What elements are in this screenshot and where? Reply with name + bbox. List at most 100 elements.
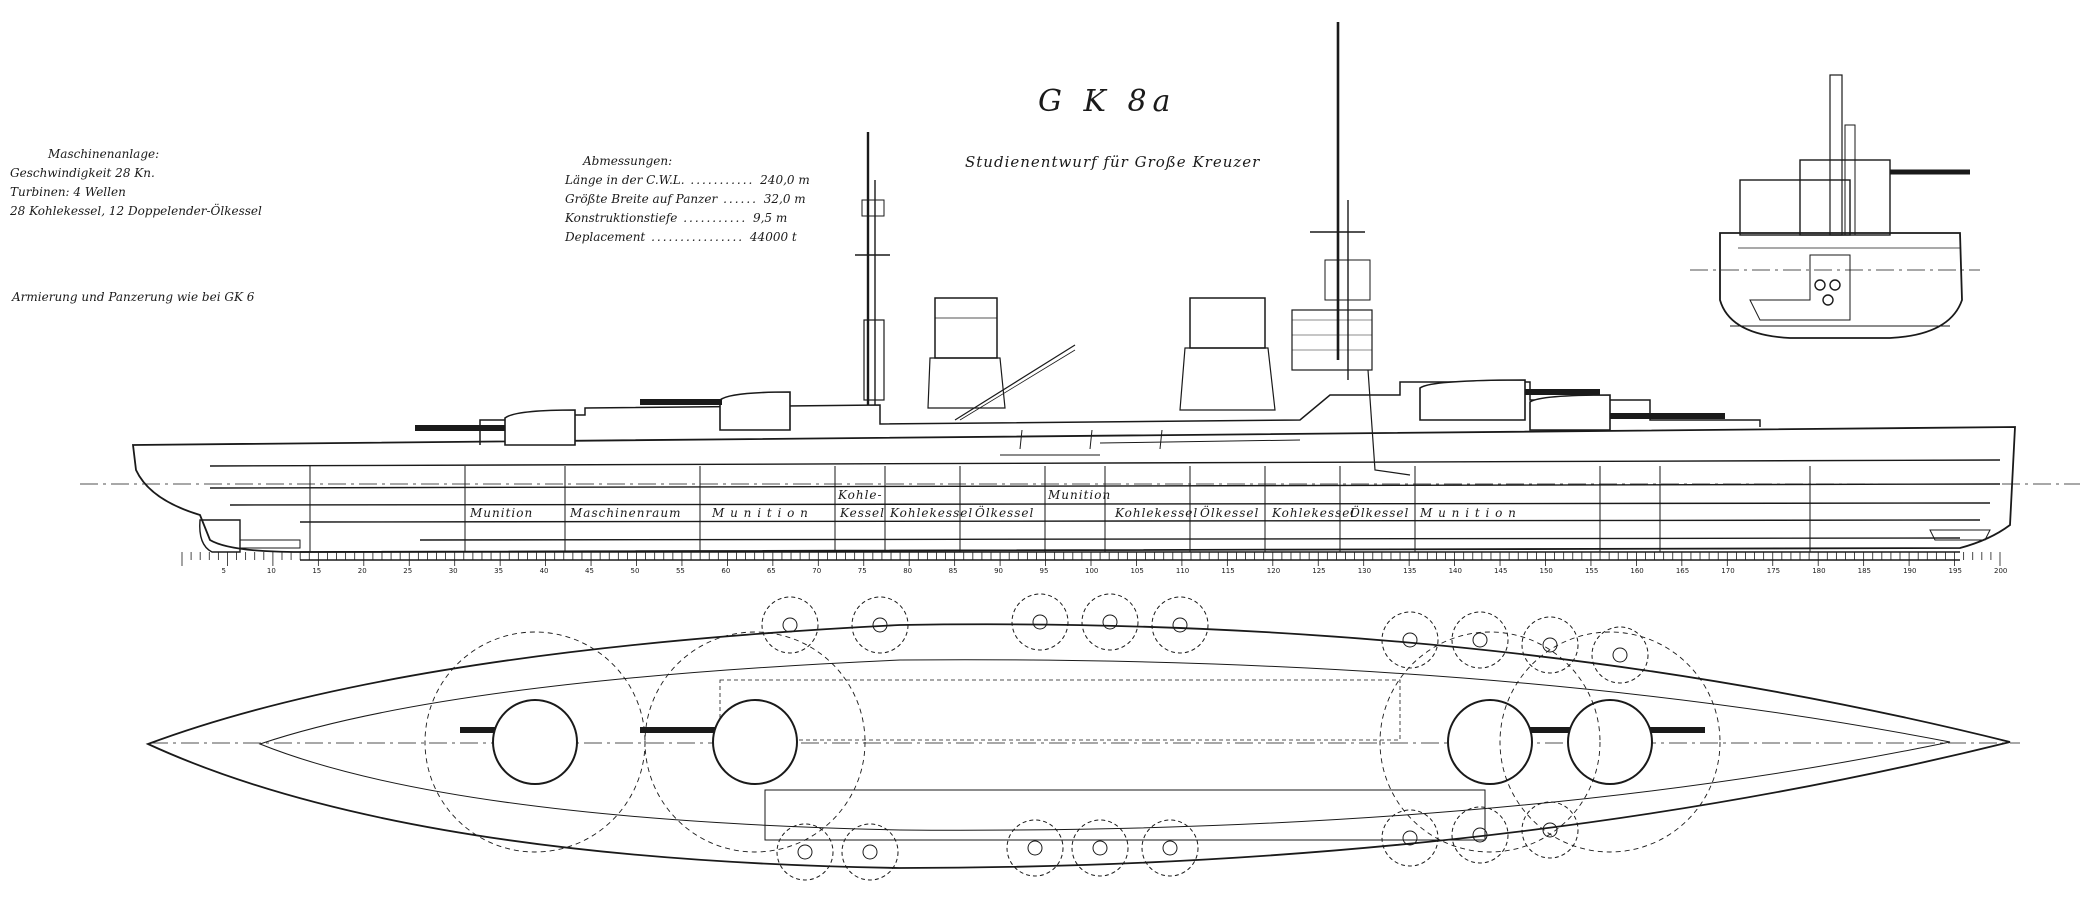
machinery-block: Maschinenanlage: Geschwindigkeit 28 Kn. … (10, 145, 262, 221)
frame-number: 95 (1039, 567, 1049, 575)
frame-number: 175 (1766, 567, 1781, 575)
frame-number: 125 (1312, 567, 1326, 575)
secondary-gun (797, 844, 813, 860)
frame-number: 120 (1266, 567, 1281, 575)
secondary-gun-arc (776, 823, 834, 881)
secondary-gun-arc (1521, 616, 1579, 674)
secondary-gun-arc (1011, 593, 1069, 651)
frame-number: 10 (266, 567, 276, 575)
frame-number: 135 (1403, 567, 1417, 575)
secondary-gun-arc (1451, 806, 1509, 864)
frame-number: 45 (585, 567, 594, 575)
frame-number: 80 (903, 567, 913, 575)
armament-note: Armierung und Panzerung wie bei GK 6 (12, 290, 255, 304)
dimension-value: 9,5 m (752, 211, 788, 225)
compartment-label: Kessel (840, 506, 885, 520)
frame-number: 155 (1584, 567, 1599, 575)
secondary-gun-arc (1451, 611, 1509, 669)
frame-number: 20 (357, 567, 367, 575)
compartment-label: M u n i t i o n (1420, 506, 1517, 520)
frame-number: 115 (1221, 567, 1235, 575)
secondary-gun-arc (1381, 611, 1439, 669)
frame-number: 70 (812, 567, 822, 575)
secondary-gun (1032, 614, 1048, 630)
secondary-gun (1102, 614, 1118, 630)
frame-number: 90 (994, 567, 1004, 575)
frame-number: 110 (1175, 567, 1190, 575)
secondary-gun (1612, 647, 1628, 663)
secondary-gun (872, 617, 888, 633)
secondary-gun (1402, 830, 1418, 846)
frame-number: 145 (1494, 567, 1508, 575)
compartment-label: Kohlekessel (890, 506, 974, 520)
frame-number: 25 (403, 567, 413, 575)
dimension-label: Deplacement (565, 230, 646, 244)
secondary-gun (1162, 840, 1178, 856)
frame-number: 130 (1357, 567, 1372, 575)
drawing-subtitle: Studienentwurf für Große Kreuzer (965, 153, 1261, 171)
frame-number: 15 (312, 567, 322, 575)
dimensions-block: Abmessungen: Länge in der C.W.L. .......… (565, 154, 810, 244)
secondary-gun (862, 844, 878, 860)
frame-number: 185 (1857, 567, 1872, 575)
frame-number: 85 (948, 567, 958, 575)
machinery-heading: Maschinenanlage: (48, 147, 160, 161)
dimension-value: 240,0 m (760, 173, 810, 187)
frame-number: 35 (494, 567, 504, 575)
secondary-gun (1472, 827, 1488, 843)
compartment-label: Ölkessel (1200, 506, 1260, 520)
cross-section (1690, 74, 1980, 339)
frame-number: 40 (539, 567, 549, 575)
machinery-line: Turbinen: 4 Wellen (10, 185, 126, 199)
frame-number: 195 (1948, 567, 1962, 575)
compartment-label: Kohlekessel (1272, 506, 1356, 520)
frame-number: 50 (630, 567, 640, 575)
secondary-gun (1402, 632, 1418, 648)
frame-number: 180 (1812, 567, 1826, 575)
secondary-gun-arc (1071, 819, 1129, 877)
dimension-label: Konstruktionstiefe (565, 211, 678, 225)
frame-number: 160 (1630, 567, 1644, 575)
dimension-label: Größte Breite auf Panzer (565, 192, 718, 206)
side-elevation (80, 22, 2080, 566)
secondary-gun-arc (1141, 819, 1199, 877)
secondary-gun-arc (1591, 626, 1649, 684)
dimension-value: 32,0 m (763, 192, 806, 206)
frame-number: 165 (1675, 567, 1690, 575)
frame-number: 105 (1130, 567, 1144, 575)
dimension-label: Länge in der C.W.L. (565, 173, 685, 187)
compartment-label: Maschinenraum (570, 506, 682, 520)
secondary-gun-arc (841, 823, 899, 881)
frame-number: 140 (1448, 567, 1462, 575)
secondary-gun-arc (1381, 809, 1439, 867)
secondary-gun-arc (851, 596, 909, 654)
frame-number: 55 (675, 567, 685, 575)
frame-number: 60 (721, 567, 731, 575)
frame-number: 200 (1994, 567, 2008, 575)
plan-view (145, 593, 2020, 881)
secondary-gun (1542, 822, 1558, 838)
secondary-gun (1027, 840, 1043, 856)
drawing-title: G K 8a (1038, 84, 1177, 119)
secondary-gun-arc (1151, 596, 1209, 654)
compartment-label: Ölkessel (975, 506, 1035, 520)
secondary-gun-arc (1006, 819, 1064, 877)
frame-number: 100 (1085, 567, 1099, 575)
secondary-gun-arc (1521, 801, 1579, 859)
dimensions-heading: Abmessungen: (583, 154, 673, 168)
secondary-gun-arc (1081, 593, 1139, 651)
secondary-gun-arc (761, 596, 819, 654)
machinery-line: 28 Kohlekessel, 12 Doppelender-Ölkessel (10, 204, 262, 218)
compartment-label: Ölkessel (1350, 506, 1410, 520)
compartment-label: M u n i t i o n (712, 506, 809, 520)
secondary-gun (1472, 632, 1488, 648)
compartment-label: Munition (470, 506, 534, 520)
frame-number: 5 (221, 567, 226, 575)
frame-number: 75 (857, 567, 867, 575)
secondary-gun (1092, 840, 1108, 856)
frame-number: 190 (1903, 567, 1917, 575)
secondary-gun (1542, 637, 1558, 653)
frame-number: 30 (448, 567, 458, 575)
secondary-gun (1172, 617, 1188, 633)
